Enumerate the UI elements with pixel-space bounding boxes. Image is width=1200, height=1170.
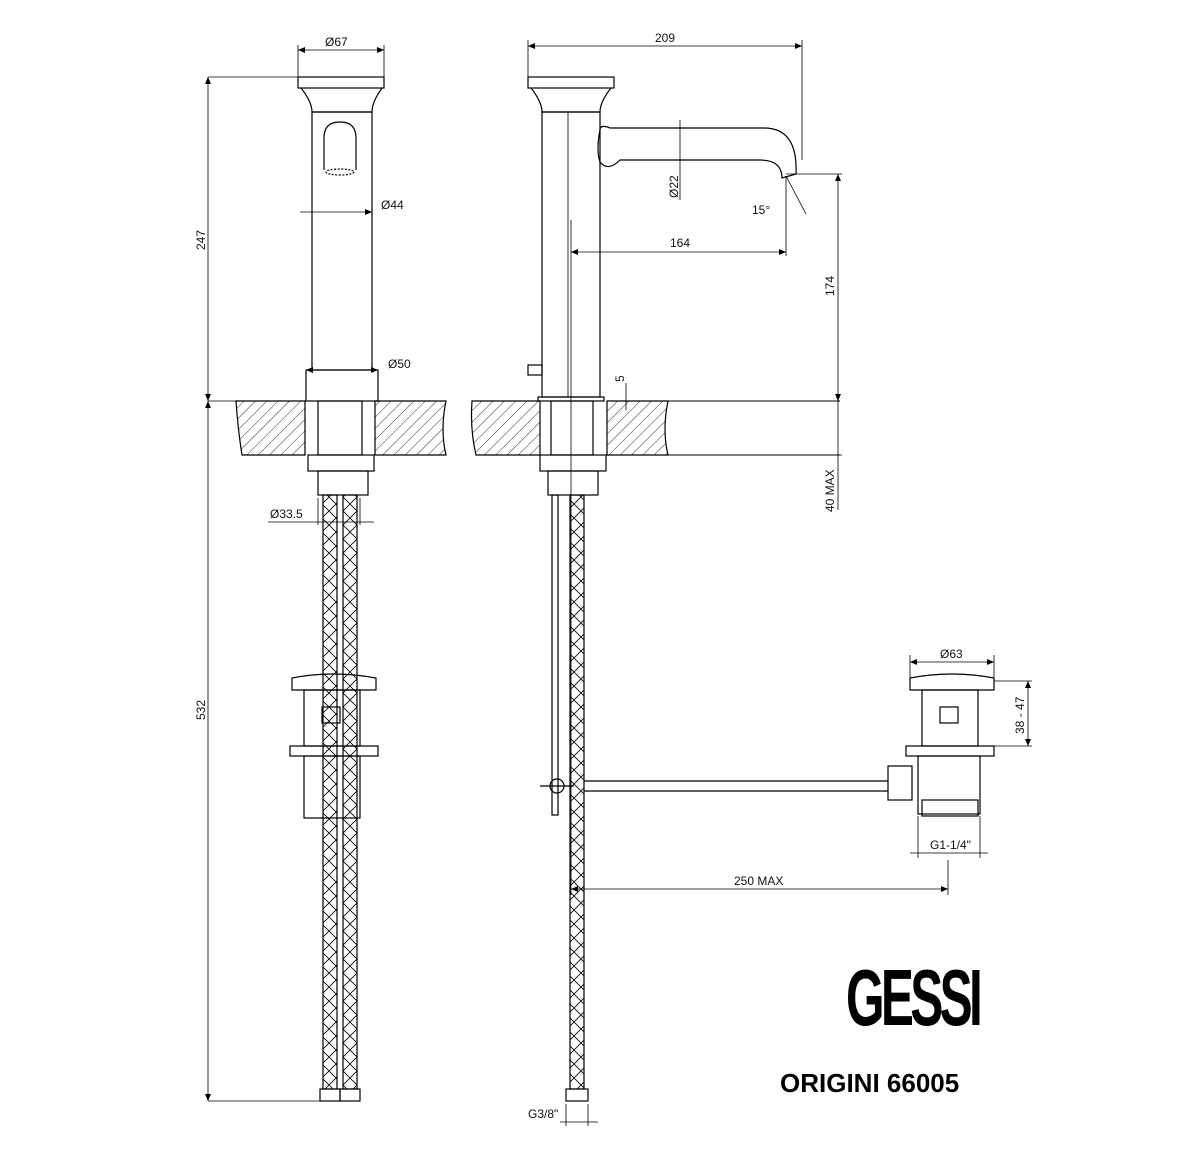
dim-waste-thread: G1-1/4" bbox=[930, 838, 971, 852]
dim-base-ring: 5 bbox=[613, 375, 627, 382]
front-spout-outlet bbox=[323, 121, 357, 170]
front-hose-end-right bbox=[339, 1088, 361, 1102]
dim-deck-thickness: 40 MAX bbox=[823, 469, 837, 512]
waste-rod-nut bbox=[887, 765, 913, 801]
side-view bbox=[470, 40, 949, 1126]
front-connector bbox=[317, 470, 369, 496]
front-hose-end-left bbox=[319, 1088, 341, 1102]
dim-body-diameter: Ø44 bbox=[381, 198, 404, 212]
front-waste-window bbox=[321, 706, 341, 724]
waste-body bbox=[921, 689, 979, 747]
dim-top-diameter: Ø67 bbox=[325, 35, 348, 49]
front-handle-top bbox=[297, 76, 385, 89]
front-shank bbox=[317, 400, 363, 456]
front-hose-right bbox=[342, 494, 358, 1090]
front-countertop-right bbox=[374, 400, 447, 456]
side-connector bbox=[547, 470, 599, 496]
dim-base-diameter: Ø50 bbox=[388, 357, 411, 371]
front-view bbox=[205, 45, 447, 1102]
side-handle-top bbox=[527, 76, 615, 89]
dim-connector-diameter: Ø33.5 bbox=[270, 507, 303, 521]
side-countertop-right bbox=[606, 400, 669, 456]
side-hose bbox=[569, 494, 585, 1090]
waste-flange bbox=[905, 745, 995, 757]
dim-total-reach: 209 bbox=[655, 31, 675, 45]
front-countertop-left bbox=[235, 400, 306, 456]
front-body bbox=[311, 111, 373, 371]
dim-spout-height: 174 bbox=[823, 276, 837, 296]
side-push-button bbox=[527, 364, 543, 376]
front-base-ring bbox=[305, 369, 379, 402]
front-nut bbox=[307, 454, 375, 472]
side-shank bbox=[550, 400, 594, 456]
side-popup-rod bbox=[551, 494, 559, 816]
side-handle-neck bbox=[530, 87, 612, 113]
dim-spout-angle: 15° bbox=[752, 203, 770, 217]
front-waste-plug bbox=[291, 673, 377, 691]
side-spout bbox=[597, 125, 797, 179]
waste-thread bbox=[921, 799, 979, 817]
front-waste-tail bbox=[303, 755, 361, 819]
dim-waste-height: 38 - 47 bbox=[1013, 696, 1027, 734]
waste-view bbox=[887, 655, 1032, 858]
side-hose-end bbox=[565, 1088, 589, 1102]
model-label: ORIGINI 66005 bbox=[780, 1068, 960, 1098]
dim-rod-length: 250 MAX bbox=[734, 874, 783, 888]
dim-spout-diameter: Ø22 bbox=[667, 175, 681, 198]
front-hose-left bbox=[322, 494, 338, 1090]
dim-height-above-deck: 247 bbox=[194, 230, 208, 250]
dim-hose-thread: G3/8" bbox=[528, 1107, 558, 1121]
side-countertop-left bbox=[470, 400, 541, 456]
dim-hose-length: 532 bbox=[194, 700, 208, 720]
dim-plug-diameter: Ø63 bbox=[940, 647, 963, 661]
waste-plug bbox=[909, 673, 995, 691]
dim-spout-reach: 164 bbox=[670, 236, 690, 250]
waste-tail bbox=[917, 755, 981, 815]
side-nut bbox=[539, 454, 607, 472]
brand-logo: GESSI bbox=[846, 953, 983, 1042]
front-handle-neck bbox=[300, 87, 383, 113]
front-aerator bbox=[325, 168, 355, 176]
waste-window bbox=[939, 706, 959, 724]
